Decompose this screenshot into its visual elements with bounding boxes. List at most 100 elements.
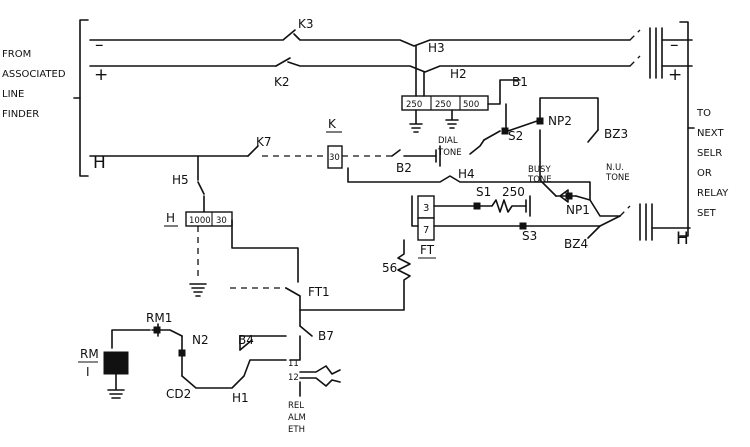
h-coil-to-ft1: [231, 219, 299, 283]
k3-switch: [282, 29, 296, 41]
minus-right: –: [670, 35, 679, 55]
plus-sign: +: [94, 65, 108, 85]
busy-resistor-value: 250: [502, 185, 525, 199]
rm1-label: RM1: [146, 311, 172, 325]
plus-line: [89, 61, 631, 73]
np2-contact: [536, 117, 544, 125]
h5-label: H5: [172, 173, 189, 187]
h-left-label: H: [93, 153, 106, 173]
k7-label: K7: [256, 135, 272, 149]
s3-to-bz4: [525, 215, 621, 227]
s2-label: S2: [508, 129, 523, 143]
b4-label: B4: [238, 333, 254, 347]
b4-lead: [239, 335, 287, 351]
ft-label: FT: [420, 243, 435, 257]
bz4-switch: [587, 225, 601, 239]
k7-switch: [247, 145, 259, 157]
nu-tone-1: N.U.: [606, 163, 624, 173]
resistor-bank: [401, 95, 489, 111]
np1-to-h: [575, 195, 621, 217]
cd2-label: CD2: [166, 387, 191, 401]
nu-tone-2: TONE: [605, 173, 630, 183]
k-coil: [327, 145, 343, 169]
k2-switch: [275, 57, 291, 67]
np1-label: NP1: [566, 203, 590, 217]
dial-tone-2: TONE: [437, 148, 462, 158]
busy-tone-1: BUSY: [528, 165, 551, 175]
k-coil-value: 30: [329, 153, 340, 163]
resistor-500: 500: [463, 100, 479, 110]
np2-label: NP2: [548, 114, 572, 128]
n2-contact: [178, 349, 186, 357]
resistor-bank-dividers: [430, 96, 461, 110]
battery-symbol: [435, 145, 441, 167]
k2-label: K2: [274, 75, 290, 89]
alarm-eth: ETH: [288, 425, 305, 435]
ground-4: [107, 373, 125, 399]
ft-coil-bottom: [417, 217, 435, 241]
b4-switch: [239, 339, 253, 351]
r56-resistor: [299, 239, 411, 311]
rm1-contact: [153, 326, 161, 334]
transformer-top: [649, 27, 663, 79]
b7-to-terminals: [289, 335, 301, 361]
ft1-switch: [285, 287, 301, 297]
terminal-11: 11: [288, 359, 299, 369]
right-line-breaks: [629, 29, 641, 67]
np2-loop: [507, 97, 599, 132]
dial-tone-1: DIAL: [438, 136, 458, 146]
alarm-rel: REL: [288, 401, 304, 411]
transformer-top-leads: [661, 39, 693, 67]
b2-switch: [391, 149, 437, 157]
to-label-3: SELR: [697, 148, 722, 159]
busy-resistor: [479, 199, 527, 213]
b7-switch: [299, 325, 313, 337]
ft1-label: FT1: [308, 285, 330, 299]
to-label-4: OR: [697, 168, 712, 179]
h5-switch: [197, 181, 205, 195]
right-brace: [679, 21, 689, 237]
minus-sign: –: [95, 35, 104, 55]
h4-label: H4: [458, 167, 475, 181]
resistor-250a: 250: [406, 100, 422, 110]
left-brace: [79, 19, 89, 177]
ft-left-lead: [411, 195, 419, 227]
resistor-250b: 250: [435, 100, 451, 110]
h3-label: H3: [428, 41, 445, 55]
r56-label: 56: [382, 261, 397, 275]
h2-label: H2: [450, 67, 467, 81]
to-label-2: NEXT: [697, 128, 724, 139]
alarm-alm: ALM: [288, 413, 306, 423]
h-right-break: [619, 205, 631, 217]
h-coil-1000: 1000: [189, 216, 211, 226]
s1-contact: [473, 202, 481, 210]
plus-right: +: [668, 65, 682, 85]
ground-2: [445, 109, 459, 129]
np1-contact: [565, 192, 573, 200]
busy-battery: [525, 195, 531, 217]
to-label-5: RELAY: [697, 188, 729, 199]
to-label-1: TO: [696, 108, 711, 119]
h1-label: H1: [232, 391, 249, 405]
bz3-label: BZ3: [604, 127, 628, 141]
k-label: K: [328, 117, 337, 131]
h-coil: [185, 211, 233, 227]
transformer-bottom: [639, 203, 653, 241]
h4-route: [347, 167, 591, 201]
h-right-label: H: [676, 229, 689, 249]
bz3-switch: [587, 129, 599, 143]
from-label-2: ASSOCIATED: [2, 69, 66, 80]
ft-coil-3: 3: [423, 203, 429, 214]
bz4-label: BZ4: [564, 237, 588, 251]
rm-sub-label: I: [86, 365, 90, 379]
from-label-3: LINE: [2, 89, 24, 100]
b2-label: B2: [396, 161, 412, 175]
h-coil-30: 30: [216, 216, 227, 226]
s3-label: S3: [522, 229, 537, 243]
rm1-lead: [111, 323, 183, 349]
ground-3: [189, 283, 207, 297]
b7-label: B7: [318, 329, 334, 343]
cd2-h1-route: [181, 359, 287, 389]
